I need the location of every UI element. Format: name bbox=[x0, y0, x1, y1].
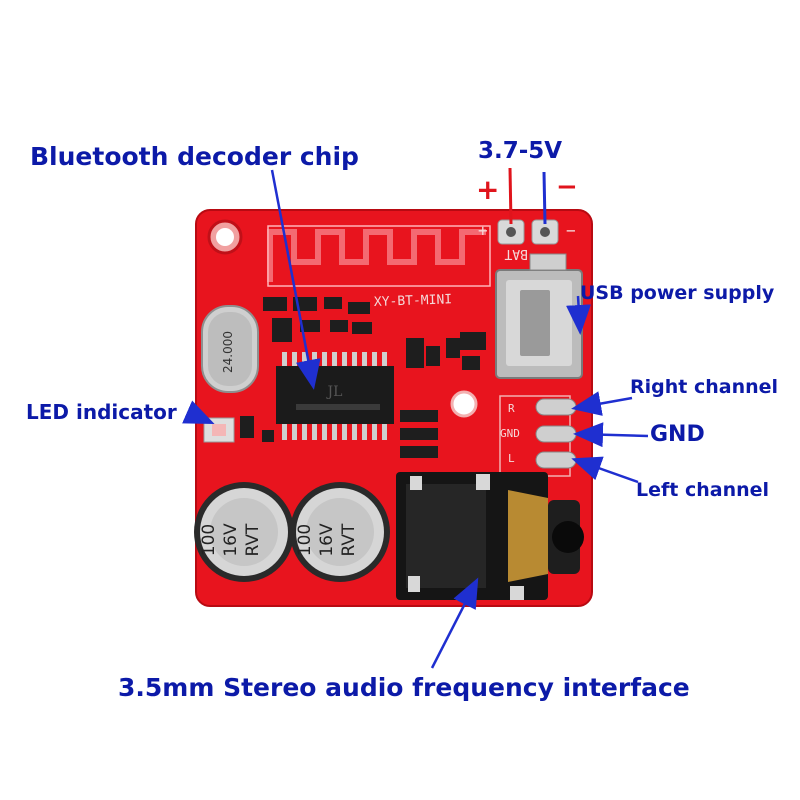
label-usb-power-supply: USB power supply bbox=[580, 282, 775, 304]
arrow-audio-jack bbox=[430, 577, 479, 669]
antenna-trace bbox=[267, 229, 486, 282]
lead-positive bbox=[508, 167, 513, 225]
arrow-gnd bbox=[573, 422, 649, 448]
capacitor-2: 100 16V RVT bbox=[290, 482, 390, 582]
pad-label-l: L bbox=[508, 452, 515, 465]
crystal-oscillator: 24.000 bbox=[201, 305, 259, 393]
cap1-value: 100 bbox=[199, 524, 219, 556]
label-audio-interface: 3.5mm Stereo audio frequency interface bbox=[118, 673, 690, 702]
plus-silkscreen: + bbox=[478, 221, 488, 240]
callout-arrows bbox=[182, 169, 649, 669]
arrow-right-channel bbox=[571, 391, 633, 416]
output-pads: R GND L bbox=[499, 395, 577, 477]
decoder-chip: JL bbox=[276, 352, 394, 440]
lead-negative bbox=[542, 171, 547, 225]
cap2-brand: RVT bbox=[339, 523, 359, 557]
bat-silkscreen: BAT bbox=[504, 246, 528, 261]
label-led-indicator: LED indicator bbox=[26, 400, 177, 424]
pad-label-gnd: GND bbox=[500, 427, 520, 440]
audio-jack bbox=[396, 472, 584, 600]
battery-pads bbox=[497, 219, 559, 245]
led bbox=[203, 416, 254, 443]
label-minus: − bbox=[556, 172, 578, 202]
capacitor-1: 100 16V RVT bbox=[194, 482, 294, 582]
arrow-usb-power bbox=[566, 295, 592, 335]
crystal-marking: 24.000 bbox=[221, 331, 235, 373]
cap2-value: 100 bbox=[295, 524, 315, 556]
model-silkscreen: XY-BT-MINI bbox=[374, 292, 453, 310]
center-hole bbox=[450, 390, 478, 418]
label-bluetooth-decoder-chip: Bluetooth decoder chip bbox=[30, 142, 359, 171]
label-plus: + bbox=[476, 173, 500, 206]
micro-usb-port bbox=[495, 253, 583, 379]
pad-label-r: R bbox=[508, 402, 515, 415]
cap2-voltage: 16V bbox=[317, 523, 337, 557]
label-left-channel: Left channel bbox=[636, 479, 770, 501]
minus-silkscreen: − bbox=[566, 221, 576, 240]
cap1-voltage: 16V bbox=[221, 523, 241, 557]
arrow-led bbox=[182, 400, 215, 425]
chip-logo: JL bbox=[326, 384, 343, 400]
label-gnd: GND bbox=[650, 422, 705, 447]
arrow-decoder-chip bbox=[270, 169, 321, 390]
label-voltage: 3.7-5V bbox=[478, 138, 563, 164]
label-right-channel: Right channel bbox=[630, 376, 779, 398]
pcb-board: XY-BT-MINI BAT + − 24.000 bbox=[194, 209, 593, 607]
cap1-brand: RVT bbox=[243, 523, 263, 557]
arrow-left-channel bbox=[571, 456, 639, 484]
